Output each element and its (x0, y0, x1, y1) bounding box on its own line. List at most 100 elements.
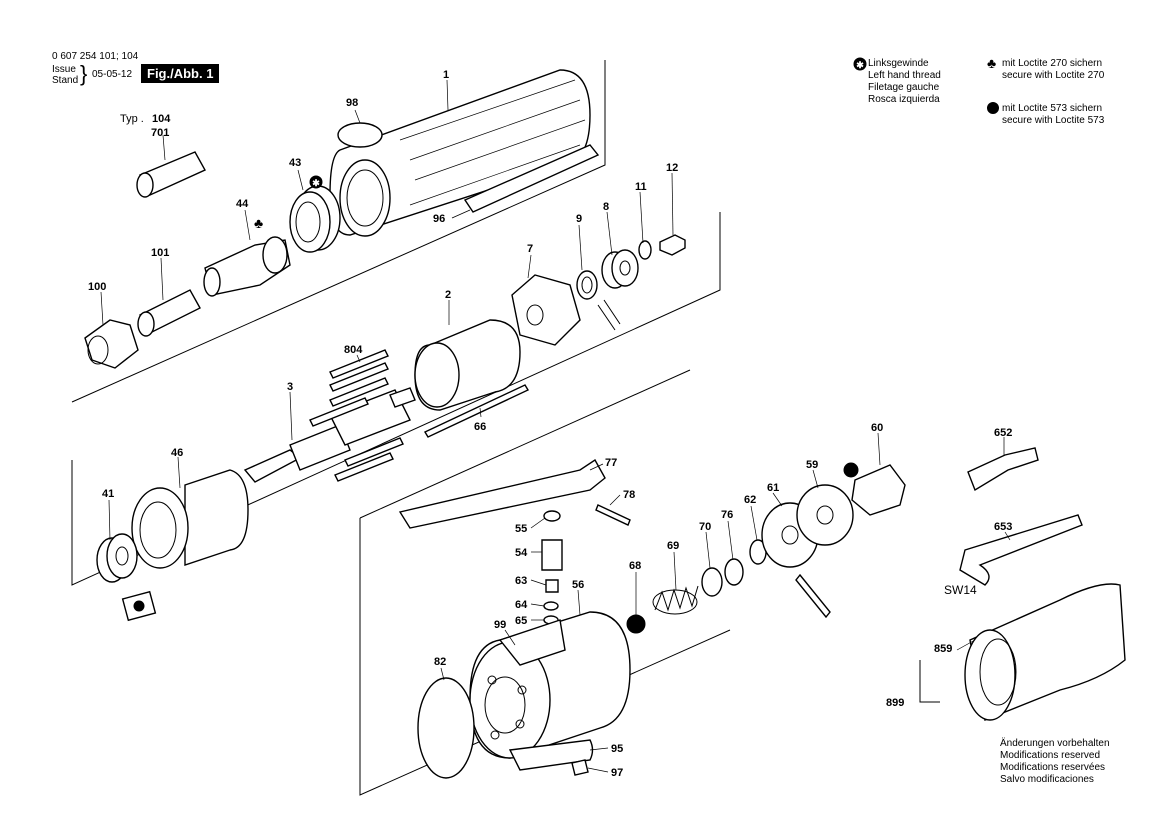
valve-part-63 (545, 579, 559, 593)
label-part-59: 59 (806, 459, 818, 471)
cap-part-76 (724, 558, 744, 586)
club-icon: ♣ (987, 55, 996, 71)
label-part-41: 41 (102, 488, 114, 500)
figure-label: Fig./Abb. 1 (141, 64, 220, 83)
frame-upper-right (71, 60, 606, 403)
label-part-7: 7 (527, 243, 533, 255)
part-labels: 1 98 43 44 Typ . 104 701 101 100 96 2 7 … (88, 69, 1012, 779)
washer-part-11 (638, 240, 652, 260)
bearing-housing-part-46 (131, 469, 249, 569)
brace-icon: } (80, 61, 88, 86)
screen-part-70 (701, 567, 723, 597)
label-part-78: 78 (623, 489, 635, 501)
washer-part-9 (576, 270, 598, 300)
label-part-69: 69 (667, 540, 679, 552)
issue-date: 05-05-12 (92, 69, 133, 80)
lever-part-77 (398, 458, 606, 529)
label-part-701: 701 (151, 127, 169, 139)
seal-part-98 (337, 122, 383, 148)
legend-loctite-270: mit Loctite 270 sichern secure with Loct… (1002, 58, 1105, 81)
label-part-95: 95 (611, 743, 623, 755)
label-part-100: 100 (88, 281, 106, 293)
legend-left-thread: Linksgewinde Left hand thread Filetage g… (868, 58, 941, 106)
leader-lines (100, 79, 1011, 773)
label-part-11: 11 (635, 181, 647, 193)
bracket-899 (919, 660, 940, 703)
pin-part-78 (595, 504, 631, 526)
label-part-98: 98 (346, 97, 358, 109)
housing-part-1 (329, 69, 591, 237)
footer-notes: Änderungen vorbehalten Modifications res… (1000, 738, 1110, 785)
vanes-part-804 (329, 349, 389, 407)
hose-nipple-part-652 (967, 447, 1039, 492)
label-part-2: 2 (445, 289, 451, 301)
svg-text:✱: ✱ (856, 60, 864, 70)
pin-part-9 (597, 299, 621, 331)
svg-text:✱: ✱ (312, 178, 320, 188)
label-part-97: 97 (611, 767, 623, 779)
washer-part-64 (543, 601, 559, 611)
label-part-82: 82 (434, 656, 446, 668)
rotor-part-3 (243, 387, 416, 483)
label-part-859: 859 (934, 643, 952, 655)
washer-part-59 (796, 484, 854, 546)
label-part-76: 76 (721, 509, 733, 521)
nut-part-100 (84, 319, 139, 369)
typ-label: Typ . (120, 113, 144, 125)
label-part-43: 43 (289, 157, 301, 169)
cylinder-part-2 (414, 319, 521, 411)
press-tool-icon (121, 590, 157, 622)
label-part-1: 1 (443, 69, 449, 81)
label-strip-part-96 (463, 144, 600, 213)
collet-part-101 (137, 289, 201, 337)
typ-value: 104 (152, 113, 171, 125)
circle-star-icon: ✱ (853, 57, 867, 71)
legend-text-fr: Filetage gauche (868, 82, 940, 93)
label-part-46: 46 (171, 447, 183, 459)
pin-part-66 (424, 384, 529, 438)
label-part-64: 64 (515, 599, 528, 611)
label-part-652: 652 (994, 427, 1012, 439)
label-part-68: 68 (629, 560, 641, 572)
stand-label: Stand (52, 75, 79, 86)
label-part-70: 70 (699, 521, 711, 533)
pin-part-61 (795, 573, 831, 619)
ball-part-68 (626, 614, 646, 634)
legend-text-de: Linksgewinde (868, 58, 929, 69)
label-part-899: 899 (886, 697, 904, 709)
filled-dot-icon (987, 102, 999, 114)
legend-loctite-573: mit Loctite 573 sichern secure with Loct… (1002, 103, 1105, 126)
spring-valve-part-54 (541, 539, 563, 571)
wrench-part-653 (959, 514, 1083, 586)
label-part-55: 55 (515, 523, 527, 535)
collet-part-701 (136, 151, 206, 198)
label-part-54: 54 (515, 547, 528, 559)
label-part-9: 9 (576, 213, 582, 225)
frame-mid (71, 212, 721, 586)
label-part-101: 101 (151, 247, 169, 259)
label-part-99: 99 (494, 619, 506, 631)
part-numbers: 0 607 254 101; 104 (52, 51, 139, 62)
loctite-270-mark-icon: ♣ (254, 215, 263, 231)
label-part-62: 62 (744, 494, 756, 506)
exhaust-assembly-part-859 (964, 583, 1126, 721)
label-part-804: 804 (344, 344, 363, 356)
label-part-44: 44 (236, 198, 249, 210)
label-part-77: 77 (605, 457, 617, 469)
screw-part-97 (571, 759, 589, 776)
frame-lower-top (359, 369, 691, 519)
label-part-66: 66 (474, 421, 486, 433)
cover-part-99 (498, 619, 566, 666)
loctite-573-mark-icon (843, 462, 859, 478)
label-part-65: 65 (515, 615, 527, 627)
label-part-61: 61 (767, 482, 779, 494)
svg-text:♣: ♣ (987, 55, 996, 71)
wrench-size-label: SW14 (944, 583, 977, 597)
threaded-ring-part-43 (289, 185, 341, 253)
spring-part-69 (652, 585, 699, 615)
oring-part-82 (417, 677, 475, 779)
label-part-12: 12 (666, 162, 678, 174)
label-part-63: 63 (515, 575, 527, 587)
bearing-part-8 (601, 249, 639, 289)
